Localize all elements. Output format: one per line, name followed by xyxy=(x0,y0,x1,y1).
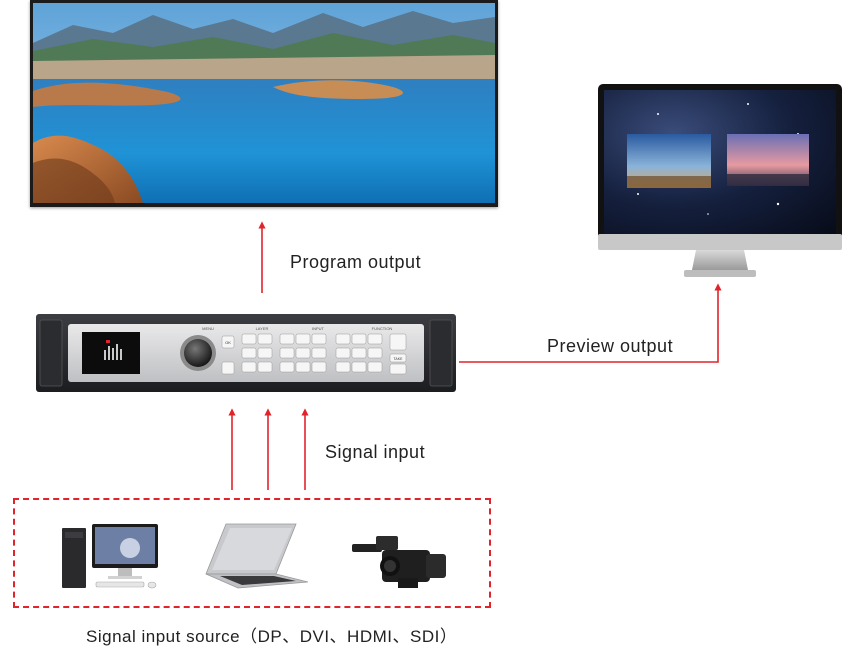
svg-text:INPUT: INPUT xyxy=(312,326,325,331)
coastal-landscape-image xyxy=(33,3,495,203)
menu-knob xyxy=(184,339,212,367)
program-output-label: Program output xyxy=(290,252,422,272)
desktop-computer-icon xyxy=(62,524,158,589)
svg-text:OK: OK xyxy=(225,340,231,345)
signal-input-label: Signal input xyxy=(325,442,426,462)
svg-text:FUNCTION: FUNCTION xyxy=(372,326,393,331)
svg-text:MENU: MENU xyxy=(202,326,214,331)
preview-output-label: Preview output xyxy=(547,336,674,356)
svg-text:TAKE: TAKE xyxy=(394,357,404,361)
video-camera-icon xyxy=(352,536,446,588)
preview-output-arrow xyxy=(459,283,722,363)
video-switcher-device: MENU LAYER INPUT FUNCTION OK TAKE xyxy=(36,310,456,396)
svg-text:LAYER: LAYER xyxy=(256,326,269,331)
signal-source-group xyxy=(13,498,491,608)
program-screen xyxy=(30,0,498,207)
signal-input-source-label: Signal input source（DP、DVI、HDMI、SDI） xyxy=(86,627,458,646)
preview-monitor xyxy=(598,84,842,280)
lcd-display xyxy=(82,332,140,374)
laptop-icon xyxy=(205,523,309,589)
